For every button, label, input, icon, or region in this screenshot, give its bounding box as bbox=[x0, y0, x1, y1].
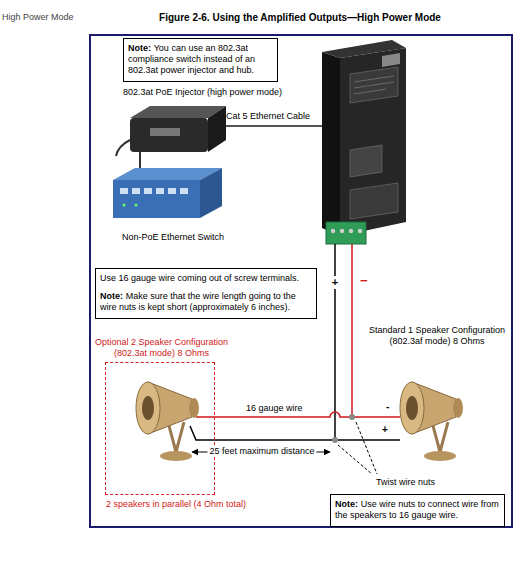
terminal-screw bbox=[340, 229, 344, 233]
cable-label: Cat 5 Ethernet Cable bbox=[226, 111, 310, 122]
warning-plate bbox=[350, 145, 382, 177]
switch-port bbox=[132, 188, 140, 194]
injector-plate bbox=[150, 128, 180, 136]
switch-port bbox=[144, 188, 152, 194]
region-label: 2 speakers in parallel (4 Ohm total) bbox=[106, 499, 246, 510]
terminal-block bbox=[326, 222, 366, 244]
figure-frame bbox=[90, 35, 512, 527]
note-box: Use 16 gauge wire coming out of screw te… bbox=[95, 268, 317, 319]
note-text: Make sure that the wire length going to … bbox=[100, 291, 296, 312]
ethernet-port bbox=[382, 53, 400, 67]
speaker-throat bbox=[406, 396, 418, 420]
switch-front bbox=[113, 180, 200, 218]
switch-port bbox=[180, 188, 188, 194]
amplifier-front bbox=[340, 48, 406, 236]
dimension-label: 25 feet maximum distance bbox=[207, 446, 316, 457]
terminal-screw bbox=[331, 229, 335, 233]
note-box: Note:Use wire nuts to connect wire from … bbox=[330, 494, 505, 527]
speaker-base bbox=[424, 451, 456, 461]
note-heading: Note: bbox=[335, 499, 358, 509]
ethernet-switch bbox=[113, 168, 222, 218]
polarity-sign: − bbox=[360, 273, 368, 289]
injector-side bbox=[208, 106, 226, 152]
plate-lines bbox=[354, 76, 394, 94]
wire-label: 16 gauge wire bbox=[246, 403, 303, 414]
amplifier-plate bbox=[350, 67, 398, 103]
switch-side bbox=[200, 168, 222, 218]
horn-speaker bbox=[136, 382, 199, 461]
region-label: Optional 2 Speaker Configuration (802.3a… bbox=[79, 337, 244, 359]
speaker-bracket bbox=[168, 422, 184, 452]
amplifier-side bbox=[322, 52, 340, 236]
wire-nut bbox=[349, 414, 355, 420]
device-label: Non-PoE Ethernet Switch bbox=[122, 232, 224, 243]
injector-body bbox=[130, 118, 208, 152]
polarity-sign: + bbox=[382, 424, 388, 436]
terminal-screw bbox=[358, 229, 362, 233]
power-cord bbox=[116, 140, 130, 156]
positive-wire bbox=[334, 244, 336, 440]
terminal-screw bbox=[349, 229, 353, 233]
cat5-cable bbox=[226, 125, 322, 127]
leader-line bbox=[356, 422, 377, 474]
note-text: Use 16 gauge wire coming out of screw te… bbox=[100, 273, 312, 284]
polarity-sign: + bbox=[330, 276, 340, 289]
switch-led bbox=[135, 204, 138, 207]
figure-title: Figure 2-6. Using the Amplified Outputs—… bbox=[159, 12, 441, 24]
speaker-mouth bbox=[400, 382, 424, 434]
speaker-bracket bbox=[432, 422, 448, 452]
speaker-throat bbox=[142, 396, 154, 420]
speaker-cap bbox=[189, 398, 199, 418]
note-heading: Note: bbox=[128, 43, 151, 53]
page-header: High Power Mode bbox=[2, 12, 74, 23]
speaker-base bbox=[160, 451, 192, 461]
polarity-sign: - bbox=[386, 401, 389, 413]
device-label: 802.3at PoE Injector (high power mode) bbox=[123, 87, 282, 98]
leader-line bbox=[338, 445, 372, 474]
horn-speaker bbox=[400, 382, 463, 461]
switch-port bbox=[156, 188, 164, 194]
optional-region: Optional 2 Speaker Configuration (802.3a… bbox=[105, 362, 215, 495]
wiring-plate bbox=[350, 183, 398, 219]
positive-wire bbox=[190, 426, 400, 440]
wire-nut bbox=[332, 437, 338, 443]
amplifier bbox=[322, 40, 406, 244]
switch-port bbox=[168, 188, 176, 194]
callout-label: Twist wire nuts bbox=[376, 477, 435, 488]
negative-wire bbox=[351, 244, 353, 417]
configuration-label: Standard 1 Speaker Configuration (802.3a… bbox=[362, 325, 512, 347]
speaker-cap bbox=[453, 398, 463, 418]
switch-port bbox=[120, 188, 128, 194]
switch-led bbox=[123, 204, 126, 207]
note-text: Use wire nuts to connect wire from the s… bbox=[335, 499, 499, 520]
note-heading: Note: bbox=[100, 291, 123, 301]
poe-injector bbox=[116, 106, 226, 156]
note-box: Note:You can use an 802.3at compliance s… bbox=[123, 38, 278, 82]
speaker-mouth bbox=[136, 382, 160, 434]
